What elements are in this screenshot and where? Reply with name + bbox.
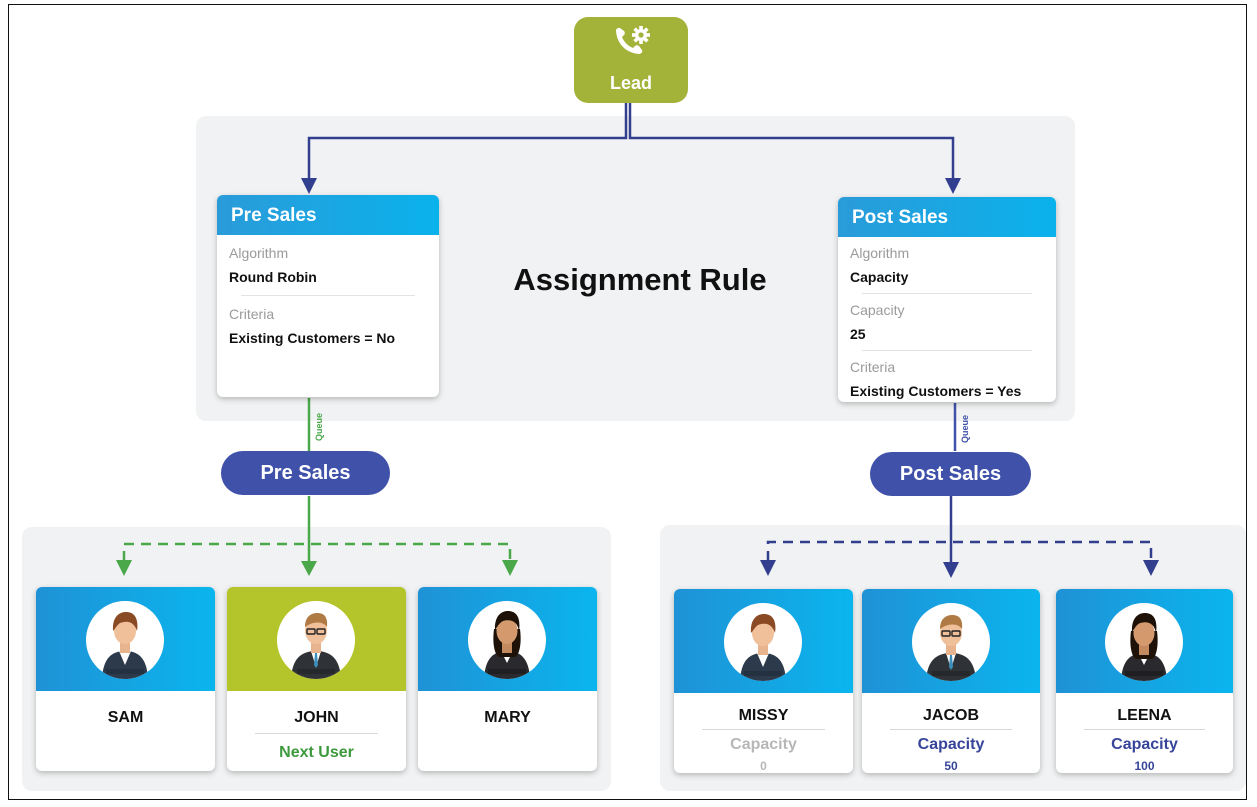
post-algorithm-label: Algorithm — [850, 245, 910, 261]
capacity-value: 0 — [760, 759, 767, 773]
post-queue-label: Queue — [960, 415, 970, 443]
pre-dashed-line — [122, 542, 512, 561]
arrow-post-sales-rule — [945, 178, 961, 194]
arrow-leena — [1143, 560, 1159, 576]
divider — [702, 729, 825, 730]
capacity-value: 100 — [1134, 759, 1155, 773]
user-card-mary: MARY — [418, 587, 597, 771]
capacity-label: Capacity — [917, 736, 985, 753]
divider — [862, 350, 1032, 351]
arrow-john — [301, 561, 317, 576]
pre-sales-queue-pill: Pre Sales — [221, 451, 390, 495]
divider — [890, 729, 1012, 730]
lead-to-post-sales-line — [628, 103, 955, 183]
user-card-leena: LEENA Capacity 100 — [1056, 589, 1233, 773]
user-name: MARY — [484, 709, 531, 726]
user-name: MISSY — [738, 707, 789, 724]
pre-criteria-value: Existing Customers = No — [229, 330, 396, 346]
user-card-sam: SAM — [36, 587, 215, 771]
capacity-label: Capacity — [1111, 736, 1178, 753]
user-card-missy: MISSY Capacity 0 — [674, 589, 853, 773]
female-avatar-icon — [468, 601, 546, 679]
arrow-sam — [116, 560, 132, 576]
divider — [255, 733, 378, 734]
user-name: LEENA — [1117, 707, 1172, 724]
pre-algorithm-value: Round Robin — [229, 269, 317, 285]
male-avatar-icon — [912, 603, 990, 681]
pre-sales-rule-card: Pre Sales Algorithm Round Robin Criteria… — [217, 195, 439, 397]
arrow-jacob — [943, 562, 959, 578]
capacity-label: Capacity — [730, 736, 797, 753]
pre-algorithm-label: Algorithm — [229, 245, 289, 261]
arrow-pre-sales-rule — [301, 178, 317, 194]
male-avatar-icon — [277, 601, 355, 679]
capacity-value: 50 — [944, 759, 958, 773]
user-name: JACOB — [922, 707, 979, 724]
post-criteria-label: Criteria — [850, 359, 896, 375]
post-sales-rule-header: Post Sales — [838, 197, 1056, 237]
post-capacity-value: 25 — [850, 326, 866, 342]
user-name: SAM — [107, 709, 144, 726]
female-avatar-icon — [1105, 603, 1183, 681]
pre-sales-rule-header: Pre Sales — [217, 195, 439, 235]
user-name: JOHN — [294, 709, 339, 726]
divider — [862, 293, 1032, 294]
diagram-title: Assignment Rule — [513, 262, 767, 297]
lead-label: Lead — [609, 73, 652, 93]
post-capacity-label: Capacity — [850, 302, 905, 318]
lead-node: Lead — [574, 17, 688, 103]
post-sales-rule-card: Post Sales Algorithm Capacity Capacity 2… — [838, 197, 1056, 402]
divider — [1084, 729, 1205, 730]
arrow-mary — [502, 560, 518, 576]
phone-gear-icon — [616, 26, 650, 54]
pre-queue-label: Queue — [314, 413, 324, 441]
user-card-john: JOHN Next User — [227, 587, 406, 771]
post-sales-queue-pill: Post Sales — [870, 452, 1031, 496]
post-dashed-line — [766, 540, 1153, 561]
divider — [241, 295, 415, 296]
lead-to-pre-sales-line — [307, 103, 628, 183]
pre-criteria-label: Criteria — [229, 306, 275, 322]
next-user-badge: Next User — [279, 744, 354, 761]
post-algorithm-value: Capacity — [850, 269, 909, 285]
user-card-jacob: JACOB Capacity 50 — [862, 589, 1040, 773]
female-avatar-icon — [724, 603, 802, 681]
post-criteria-value: Existing Customers = Yes — [850, 383, 1022, 399]
arrow-missy — [760, 560, 776, 576]
diagram-frame — [8, 4, 1247, 800]
female-avatar-icon — [86, 601, 164, 679]
